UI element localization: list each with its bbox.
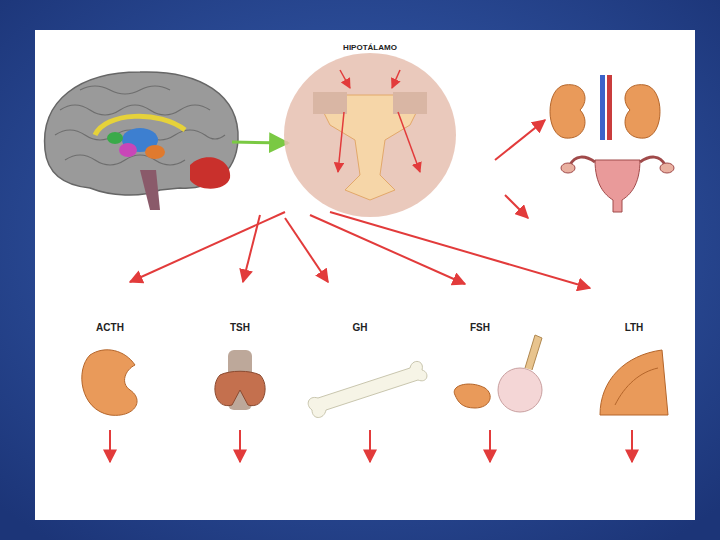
adrenal-gland bbox=[82, 350, 137, 416]
green-arrow bbox=[232, 142, 288, 143]
pituitary-circle bbox=[284, 53, 456, 217]
region-label: HIPOTÁLAMO bbox=[343, 44, 397, 53]
mammary-gland bbox=[600, 350, 668, 415]
panel bbox=[35, 30, 695, 520]
arrow bbox=[505, 195, 528, 218]
bone bbox=[308, 361, 427, 417]
hormone-label: ACTH bbox=[96, 322, 124, 333]
kidneys bbox=[550, 75, 660, 140]
hormone-label: GH bbox=[353, 322, 368, 333]
hormone-label: TSH bbox=[230, 322, 250, 333]
brain bbox=[45, 72, 238, 210]
thyroid bbox=[215, 350, 265, 410]
arrow bbox=[495, 120, 545, 160]
mammary-duct bbox=[615, 368, 658, 405]
uterus bbox=[561, 157, 674, 212]
arrows bbox=[110, 212, 632, 462]
hormone-label: LTH bbox=[625, 322, 644, 333]
gonads bbox=[454, 335, 542, 412]
hormone-label: FSH bbox=[470, 322, 490, 333]
